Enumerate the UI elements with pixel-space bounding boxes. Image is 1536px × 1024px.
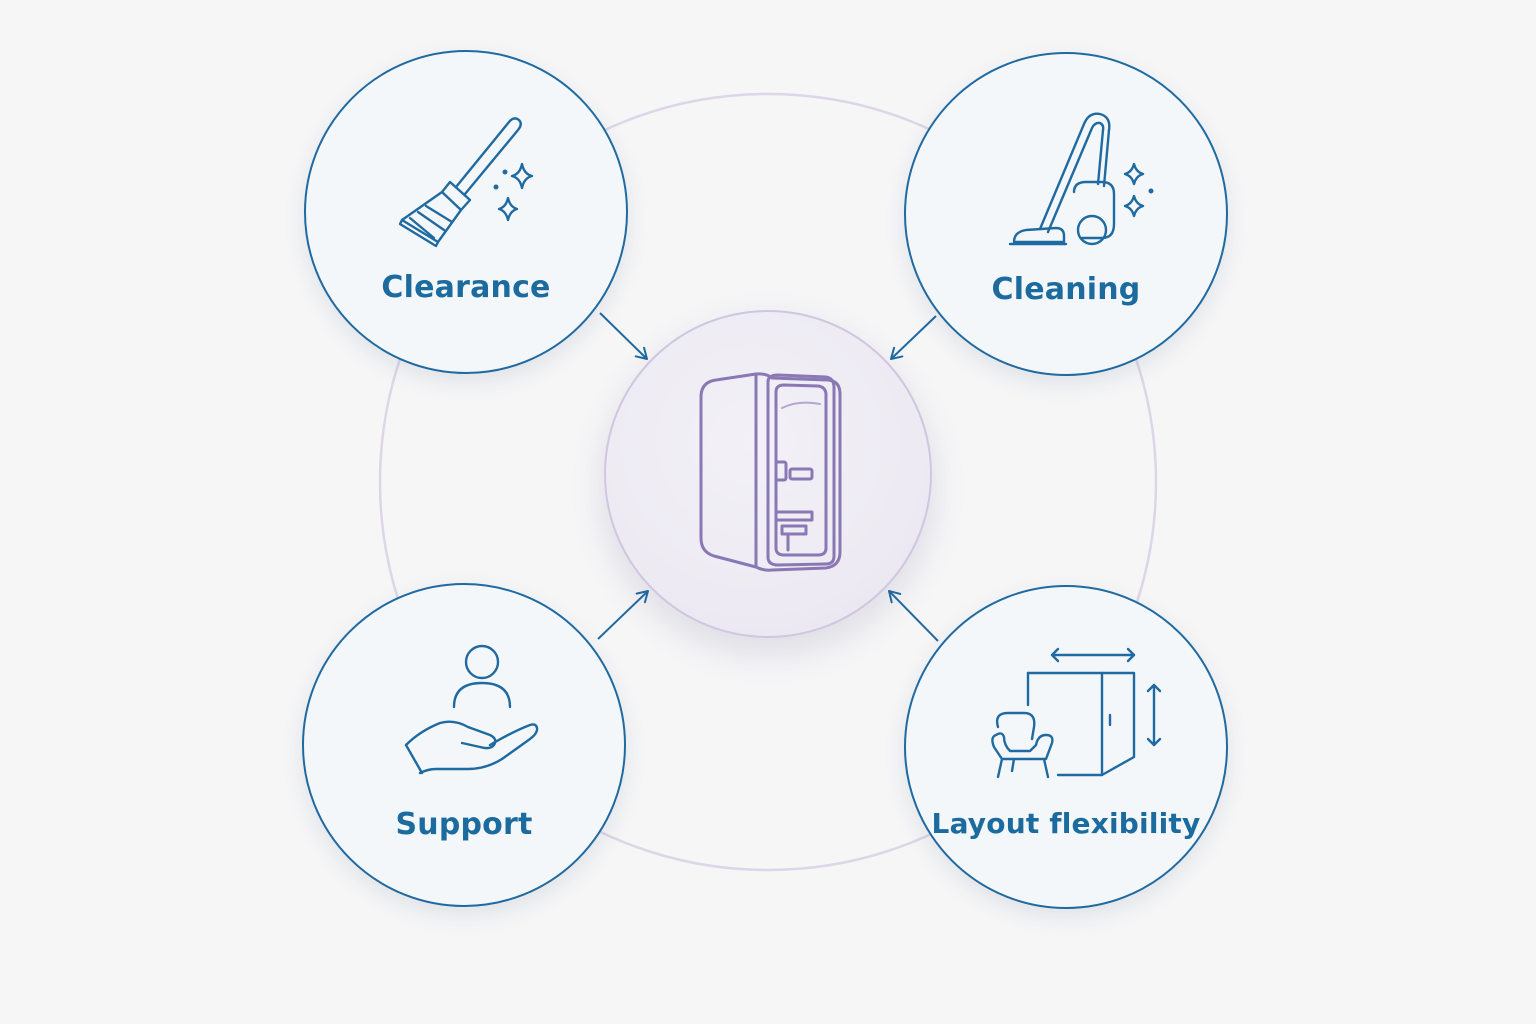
clearance-node: Clearance (304, 50, 628, 374)
vacuum-cleaner-icon (1008, 112, 1154, 246)
arrow-layout-to-center (888, 590, 939, 642)
cleaning-label: Cleaning (991, 272, 1141, 307)
outer-ring (378, 92, 1158, 872)
cleaning-node: Cleaning (904, 52, 1228, 376)
person-hand-support-icon (404, 644, 539, 775)
arrow-support-to-center (597, 590, 649, 640)
center-node (604, 310, 932, 638)
layout-flexibility-node: Layout flexibility (904, 585, 1228, 909)
arrow-clearance-to-center (599, 312, 648, 360)
arrow-cleaning-to-center (890, 315, 937, 360)
layout-flexibility-label: Layout flexibility (931, 807, 1201, 840)
phone-booth-pod-icon (699, 372, 842, 572)
clearance-label: Clearance (381, 270, 551, 305)
chair-cabinet-resize-icon (991, 647, 1162, 779)
support-node: Support (302, 583, 626, 907)
support-label: Support (395, 807, 533, 842)
broom-sparkle-icon (398, 117, 534, 248)
